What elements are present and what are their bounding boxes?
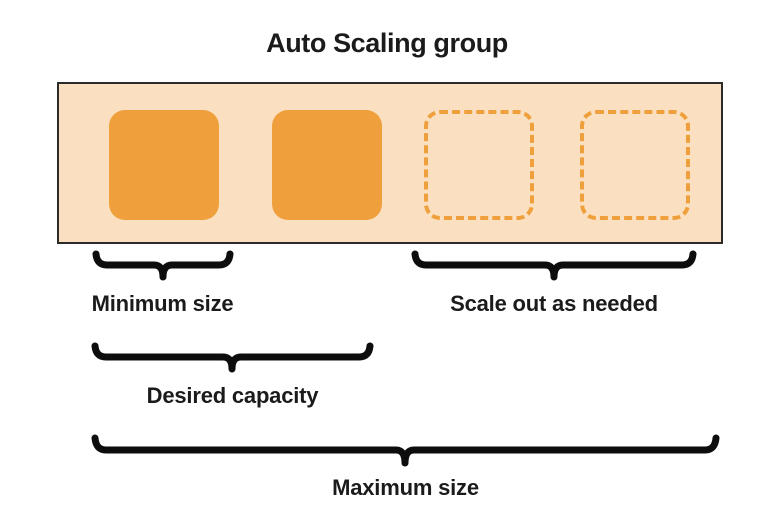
instance-box-1 bbox=[109, 110, 219, 220]
brace-maximum-size bbox=[91, 434, 720, 467]
label-maximum-size: Maximum size bbox=[332, 475, 479, 500]
instance-box-3-placeholder bbox=[424, 110, 534, 220]
instance-box-4-placeholder bbox=[580, 110, 690, 220]
auto-scaling-group-panel bbox=[57, 82, 723, 244]
instance-box-2 bbox=[272, 110, 382, 220]
label-desired-capacity: Desired capacity bbox=[146, 383, 319, 408]
brace-desired-capacity bbox=[91, 342, 374, 373]
brace-minimum-size bbox=[92, 250, 234, 281]
diagram-title: Auto Scaling group bbox=[266, 28, 508, 58]
label-minimum-size: Minimum size bbox=[91, 291, 234, 316]
brace-scale-out-as-needed bbox=[411, 250, 697, 281]
label-scale-out-as-needed: Scale out as needed bbox=[450, 291, 658, 316]
